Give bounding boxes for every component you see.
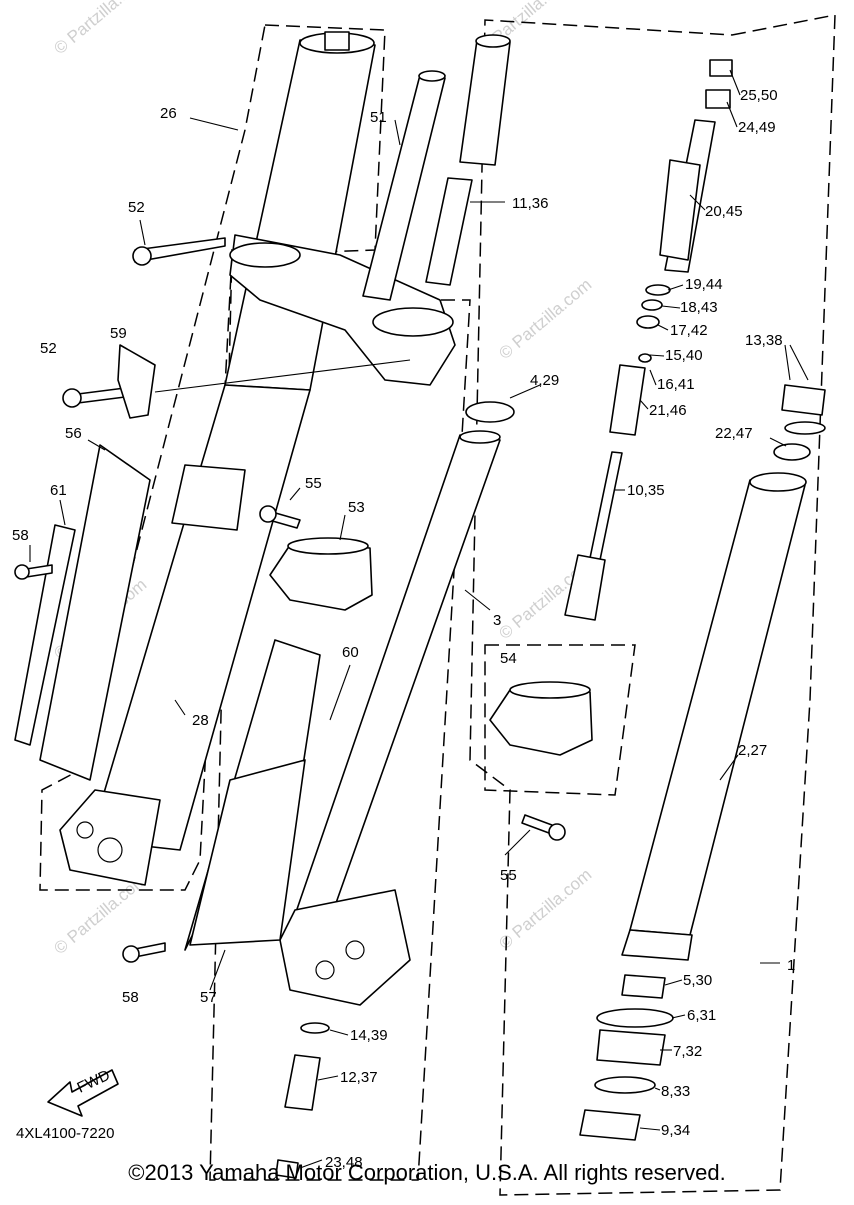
group-outline-clamp [484,644,636,796]
callout-52: 52 [128,199,145,216]
clamp-54 [489,681,593,756]
watermark: © Partzilla.com [495,275,595,363]
callout-5-30: 5,30 [683,972,712,989]
inner-tube-upper [425,34,511,286]
diagram-code: 4XL4100-7220 [16,1125,114,1142]
steering-shaft [362,70,446,301]
clamp-53 [269,537,373,611]
callout-57: 57 [200,989,217,1006]
bolts [14,237,566,963]
callout-26: 26 [160,105,177,122]
callout-58: 58 [122,989,139,1006]
group-outline-right [469,14,836,1196]
callout-8-33: 8,33 [661,1083,690,1100]
callout-15-40: 15,40 [665,347,703,364]
callout-7-32: 7,32 [673,1043,702,1060]
callout-12-37: 12,37 [340,1069,378,1086]
callout-25-50: 25,50 [740,87,778,104]
callout-52: 52 [40,340,57,357]
outer-tube-right [621,384,826,961]
fwd-arrow: FWD [47,1067,119,1117]
callout-55: 55 [500,867,517,884]
leader-lines [29,69,809,1169]
callout-16-41: 16,41 [657,376,695,393]
callout-18-43: 18,43 [680,299,718,316]
callout-6-31: 6,31 [687,1007,716,1024]
under-bracket [229,234,456,386]
callout-24-49: 24,49 [738,119,776,136]
callout-56: 56 [65,425,82,442]
callout-2-27: 2,27 [738,742,767,759]
callout-23-48: 23,48 [325,1154,363,1171]
callout-11-36: 11,36 [512,195,548,212]
callout-28: 28 [192,712,209,729]
callout-55: 55 [305,475,322,492]
callout-14-39: 14,39 [350,1027,388,1044]
callout-53: 53 [348,499,365,516]
callout-61: 61 [50,482,67,499]
callout-22-47: 22,47 [715,425,753,442]
callout-3: 3 [493,612,501,629]
callout-1: 1 [787,957,795,974]
callout-17-42: 17,42 [670,322,708,339]
callout-10-35: 10,35 [627,482,665,499]
callout-54: 54 [500,650,517,667]
callout-51: 51 [370,109,387,126]
fork-guard-mid [184,639,321,951]
outer-tube-left [59,31,376,886]
group-outline-left [39,24,386,891]
callout-60: 60 [342,644,359,661]
fork-guard-left [14,444,151,781]
callout-4-29: 4,29 [530,372,559,389]
callout-19-44: 19,44 [685,276,723,293]
callout-labels: 26 51 11,36 52 52 59 56 61 58 55 53 28 6… [12,87,795,1171]
damper-rod [564,59,733,621]
callout-21-46: 21,46 [649,402,687,419]
callout-59: 59 [110,325,127,342]
callout-20-45: 20,45 [705,203,743,220]
seal-stack [275,974,674,1179]
callout-13-38: 13,38 [745,332,783,349]
watermark: © Partzilla.com [50,0,150,58]
callout-9-34: 9,34 [661,1122,690,1139]
inner-tube-3 [279,401,515,1006]
copyright-notice: ©2013 Yamaha Motor Corporation, U.S.A. A… [128,1160,726,1185]
callout-58: 58 [12,527,29,544]
